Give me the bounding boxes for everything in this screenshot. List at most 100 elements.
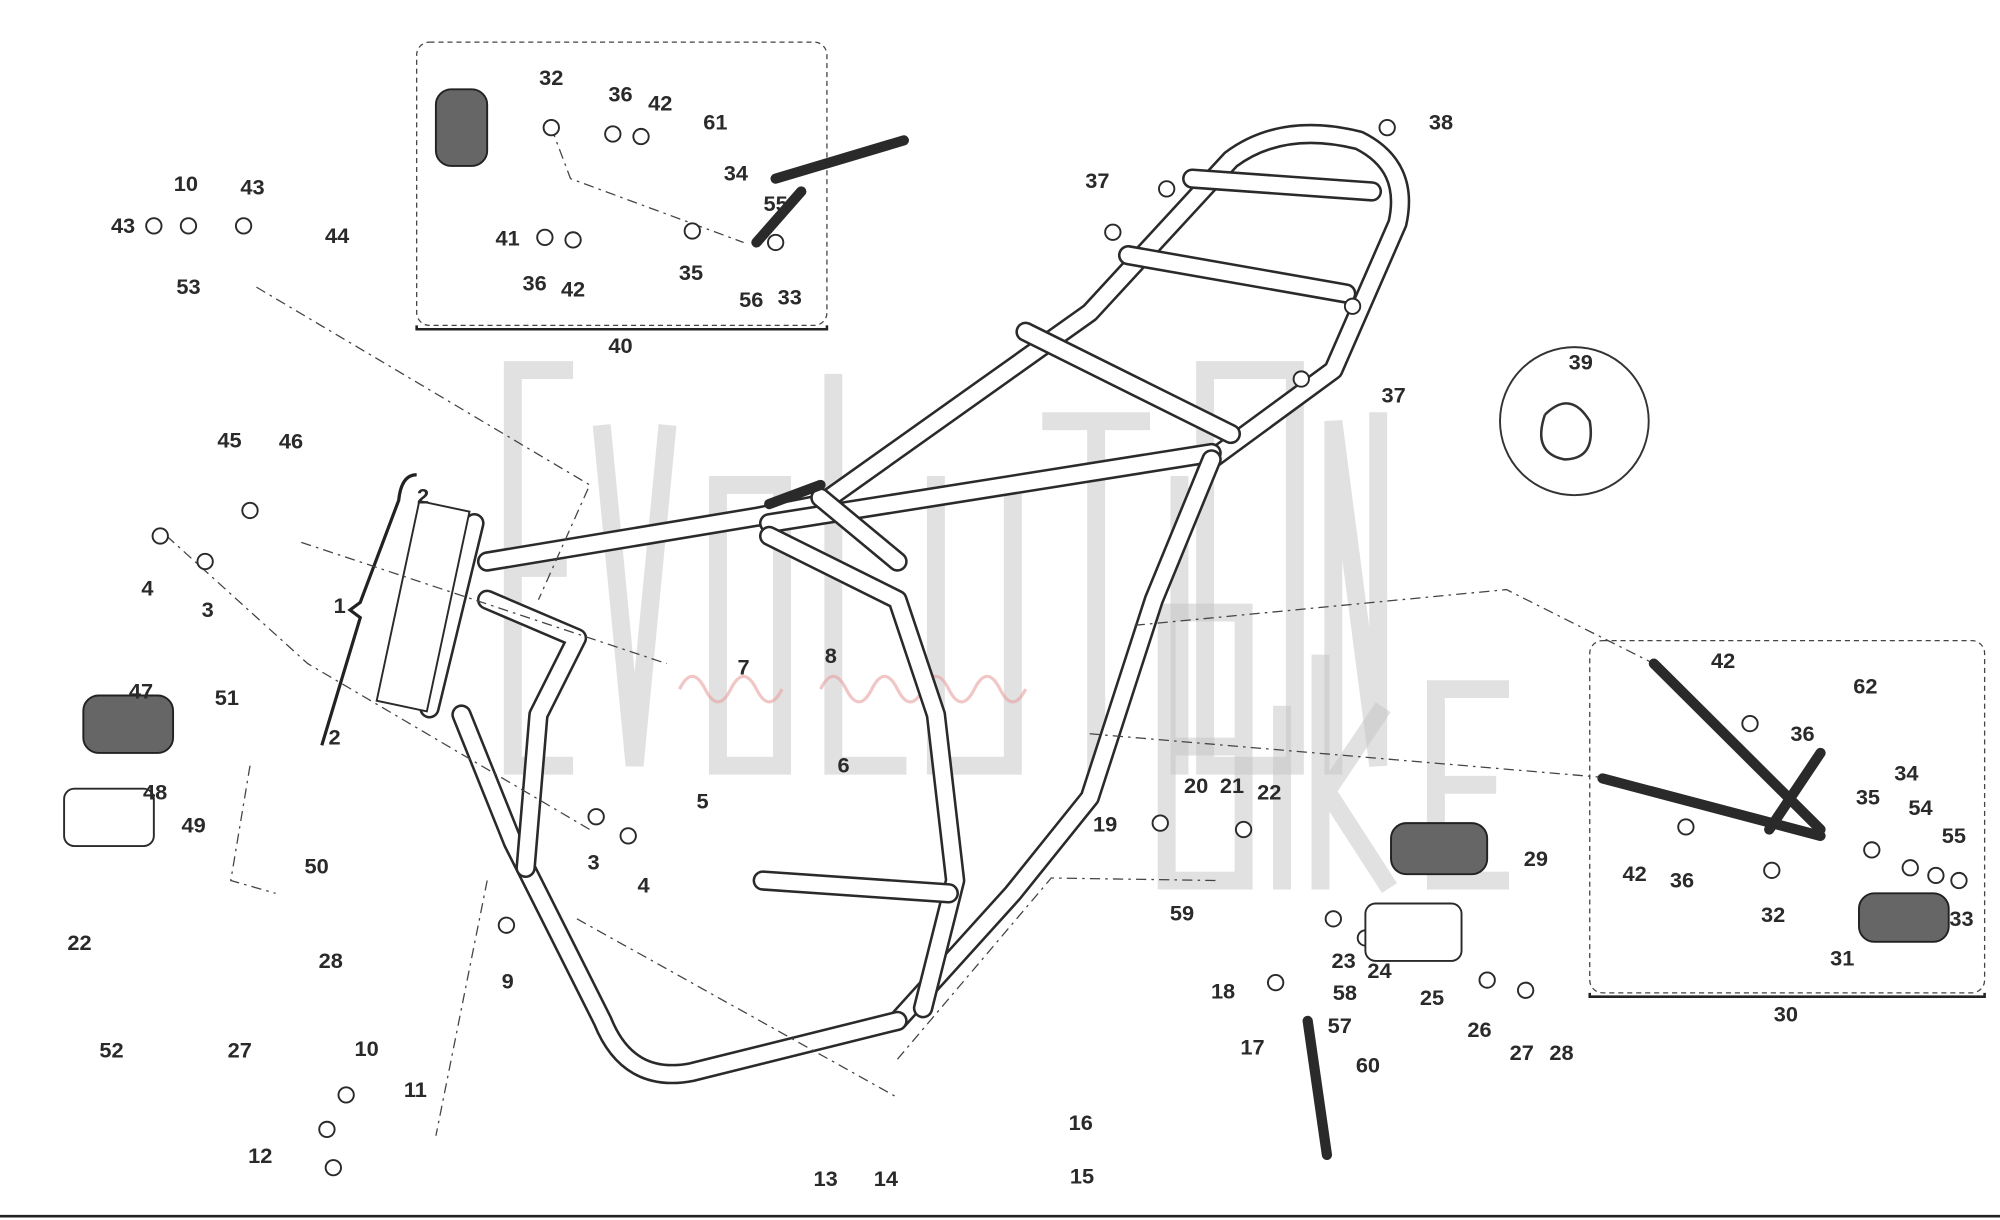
part-number-label: 36 [608, 81, 632, 106]
part-number-label: 2 [329, 725, 341, 750]
part-number-label: 59 [1170, 901, 1194, 926]
frame-tube-inner [755, 872, 957, 901]
part-number-label: 3 [202, 597, 214, 622]
part-number-label: 38 [1429, 110, 1453, 135]
part-number-label: 35 [1856, 785, 1880, 810]
frame-tube-inner [812, 490, 906, 570]
part-number-label: 39 [1569, 349, 1593, 374]
part-number-label: 4 [638, 873, 650, 898]
part-number-label: 23 [1331, 948, 1355, 973]
part-number-label: 12 [248, 1143, 272, 1168]
part-number-label: 2 [417, 483, 429, 508]
steering-head [375, 499, 471, 713]
bolt-icon [1901, 859, 1919, 877]
bracket-arm [751, 186, 807, 248]
part-number-label: 34 [1894, 760, 1918, 785]
part-number-label: 42 [1622, 861, 1646, 886]
part-number-label: 29 [1524, 846, 1548, 871]
part-number-label: 48 [143, 780, 167, 805]
footpeg-kit-box-30 [1589, 639, 1986, 994]
part-number-label: 24 [1367, 958, 1391, 983]
bolt-icon [318, 1120, 336, 1139]
bolt-icon [1343, 297, 1362, 315]
part-number-label: 54 [1908, 795, 1932, 820]
footpeg-icon [63, 787, 155, 848]
bolt-icon [536, 228, 554, 246]
part-number-label: 50 [305, 854, 329, 879]
frame-tube-inner [889, 451, 1220, 1029]
part-number-label: 60 [1356, 1053, 1380, 1078]
bolt-icon [1158, 180, 1176, 198]
assembly-bracket-1 [320, 473, 417, 746]
bolt-icon [337, 1086, 355, 1104]
part-number-label: 16 [1069, 1110, 1093, 1135]
part-number-label: 25 [1420, 985, 1444, 1010]
part-number-label: 5 [697, 788, 709, 813]
part-number-label: 11 [404, 1077, 427, 1102]
bolt-icon [1741, 714, 1759, 733]
bolt-icon [1763, 861, 1781, 879]
bolt-icon [179, 217, 198, 235]
motorcycle-frame [375, 123, 1411, 1085]
leader-lines [166, 127, 1655, 1136]
part-number-label: 33 [778, 284, 802, 309]
part-number-label: 6 [838, 753, 850, 778]
part-number-label: 1 [334, 593, 346, 618]
bolt-icon [196, 552, 214, 571]
frame-tube-inner [1184, 171, 1380, 200]
bolt-icon [1927, 866, 1945, 885]
part-number-label: 49 [181, 813, 205, 838]
part-number-label: 35 [679, 260, 703, 285]
part-number-label: 42 [561, 277, 585, 302]
footpeg-kit-box-40 [416, 41, 828, 327]
part-number-label: 17 [1240, 1035, 1264, 1060]
bolt-icon [1292, 370, 1310, 388]
bolt-icon [587, 808, 605, 826]
group-bracket-30 [1588, 992, 1986, 998]
footpeg-icon [1364, 902, 1463, 962]
bolt-icon [1478, 971, 1496, 989]
part-number-label: 32 [1761, 902, 1785, 927]
part-number-label: 44 [325, 223, 349, 248]
part-number-label: 47 [129, 679, 153, 704]
part-number-label: 36 [1790, 721, 1814, 746]
bolt-icon [632, 127, 650, 146]
part-number-label: 32 [539, 65, 563, 90]
part-number-label: 41 [496, 226, 520, 251]
bolt-icon [1950, 871, 1968, 890]
footpeg-rubber-icon [1858, 892, 1950, 943]
part-number-label: 43 [240, 175, 264, 200]
part-number-label: 30 [1774, 1002, 1798, 1027]
part-number-label: 53 [176, 274, 200, 299]
bolt-icon [324, 1159, 342, 1177]
frame-tube-inner [1120, 247, 1354, 302]
bolt-icon [1324, 910, 1342, 928]
part-number-label: 33 [1949, 906, 1973, 931]
footpeg-rubber-icon [1390, 822, 1489, 876]
part-number-label: 27 [1510, 1040, 1534, 1065]
part-number-label: 7 [738, 654, 750, 679]
part-number-label: 34 [724, 161, 748, 186]
bracket-arm [1764, 747, 1826, 835]
bracket-arm [1597, 773, 1826, 841]
part-number-label: 26 [1467, 1017, 1491, 1042]
part-number-label: 42 [648, 90, 672, 115]
footpeg-rubber-icon [82, 694, 175, 754]
part-number-label: 13 [814, 1166, 838, 1191]
part-number-label: 9 [502, 968, 514, 993]
part-number-label: 15 [1070, 1164, 1094, 1189]
hose-clamp-icon [1540, 402, 1593, 461]
part-number-label: 36 [522, 270, 546, 295]
part-number-label: 58 [1333, 980, 1357, 1005]
part-number-label: 46 [279, 429, 303, 454]
part-number-label: 37 [1381, 383, 1405, 408]
group-bracket-40 [415, 325, 829, 331]
part-number-label: 51 [215, 685, 239, 710]
frame-tube-inner [479, 592, 585, 876]
part-number-label: 43 [111, 213, 135, 238]
part-number-label: 22 [1257, 780, 1281, 805]
bolt-icon [619, 827, 637, 845]
part-number-label: 21 [1220, 773, 1244, 798]
